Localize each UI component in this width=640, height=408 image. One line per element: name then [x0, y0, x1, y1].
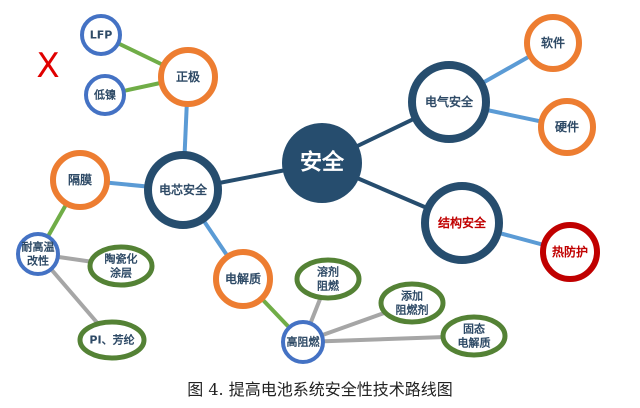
node-electrolyte: 电解质 — [213, 249, 273, 309]
node-thermal-protection: 热防护 — [540, 222, 600, 282]
node-solid-label-1: 固态 — [463, 322, 485, 336]
node-additive: 添加 阻燃剂 — [378, 281, 446, 325]
node-cell-safety-label: 电芯安全 — [159, 182, 208, 197]
node-heat-resistant-label-2: 改性 — [27, 254, 49, 268]
node-solvent-label-1: 溶剂 — [317, 265, 339, 279]
node-solvent: 溶剂 阻燃 — [294, 257, 362, 301]
node-root-label: 安全 — [300, 150, 345, 176]
node-lfp-label: LFP — [90, 29, 113, 42]
node-solid-label-2: 电解质 — [458, 336, 491, 350]
node-flame-retardant: 高阻燃 — [281, 320, 325, 364]
node-thermal-protection-label: 热防护 — [552, 244, 588, 259]
x-mark-icon: X — [36, 46, 59, 86]
node-ceramic-label-1: 陶瓷化 — [105, 252, 138, 266]
figure-caption: 图 4. 提高电池系统安全性技术路线图 — [187, 380, 453, 399]
node-structural-safety: 结构安全 — [421, 182, 503, 264]
node-lfp: LFP — [80, 14, 122, 56]
node-hardware: 硬件 — [538, 98, 596, 156]
node-additive-label-2: 阻燃剂 — [396, 303, 429, 317]
node-solid-electrolyte: 固态 电解质 — [440, 314, 508, 358]
node-software: 软件 — [524, 14, 582, 72]
node-cell-safety: 电芯安全 — [144, 151, 222, 229]
node-cathode-label: 正极 — [176, 69, 201, 84]
node-heat-resistant: 耐高温 改性 — [16, 232, 60, 276]
node-structural-safety-label: 结构安全 — [438, 215, 487, 230]
node-low-nickel-label: 低镍 — [93, 88, 116, 102]
node-electrolyte-label: 电解质 — [225, 271, 261, 286]
node-hardware-label: 硬件 — [555, 119, 579, 134]
node-additive-label-1: 添加 — [401, 289, 423, 303]
node-separator-label: 隔膜 — [68, 172, 92, 187]
node-ceramic-coating: 陶瓷化 涂层 — [87, 244, 155, 288]
node-cathode: 正极 — [158, 47, 218, 107]
node-solvent-label-2: 阻燃 — [317, 279, 340, 293]
node-pi-aramid: PI、芳纶 — [77, 319, 147, 361]
node-electrical-safety-label: 电气安全 — [425, 94, 474, 109]
node-separator: 隔膜 — [50, 150, 110, 210]
node-ceramic-label-2: 涂层 — [110, 266, 132, 280]
node-root: 安全 — [282, 123, 362, 203]
node-flame-retardant-label: 高阻燃 — [287, 335, 321, 349]
node-low-nickel: 低镍 — [84, 74, 126, 116]
node-electrical-safety: 电气安全 — [408, 61, 490, 143]
node-heat-resistant-label-1: 耐高温 — [22, 240, 55, 254]
node-software-label: 软件 — [541, 35, 565, 50]
node-pi-aramid-label: PI、芳纶 — [89, 333, 134, 347]
